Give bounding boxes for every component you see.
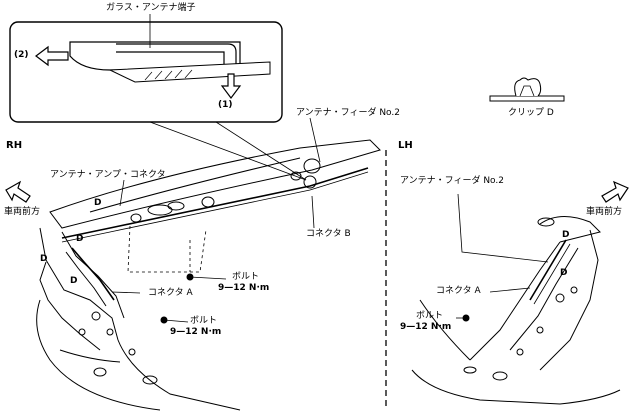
rh-side-label: RH — [6, 140, 23, 151]
lh-clip-d-mark: D — [562, 230, 570, 240]
rh-clip-d-mark: D — [76, 234, 84, 244]
rh-bolt-label-2: ボルト — [190, 316, 218, 326]
arrow-1-icon — [220, 73, 242, 99]
glass-antenna-terminal-label: ガラス・アンテナ端子 — [106, 3, 196, 13]
glass-hatch — [144, 69, 193, 81]
step-1-label: (1) — [218, 100, 233, 110]
lh-vehicle-front-label: 車両前方 — [586, 207, 623, 217]
rh-connector-a-label: コネクタ A — [148, 288, 193, 298]
lh-illustration — [411, 193, 621, 405]
arrow-2-icon — [35, 45, 69, 67]
rh-torque-label-1: 9—12 N·m — [218, 283, 270, 293]
rh-clip-d-mark: D — [40, 254, 48, 264]
lh-antenna-feeder-label: アンテナ・フィーダ No.2 — [400, 176, 504, 186]
lh-side-label: LH — [398, 140, 413, 151]
lh-connector-a-label: コネクタ A — [436, 286, 481, 296]
inset-detail — [9, 14, 283, 123]
lh-vehicle-front-arrow-icon — [601, 180, 629, 203]
lh-bolt-label: ボルト — [416, 311, 444, 321]
rh-vehicle-front-label: 車両前方 — [4, 207, 41, 217]
rh-connector-b-label: コネクタ B — [306, 229, 351, 239]
lh-feeder-cable — [529, 239, 567, 301]
clip-d-illustration — [489, 77, 565, 102]
rh-bolt-label-1: ボルト — [232, 272, 260, 282]
inset-callout-line — [215, 121, 307, 181]
rh-torque-label-2: 9—12 N·m — [170, 327, 222, 337]
rh-clip-d-mark: D — [94, 198, 102, 208]
lh-torque-label: 9—12 N·m — [400, 322, 452, 332]
rh-illustration — [36, 117, 381, 411]
step-2-label: (2) — [14, 50, 29, 60]
lh-clip-d-mark: D — [560, 268, 568, 278]
rh-clip-d-mark: D — [70, 276, 78, 286]
clip-d-label: クリップ D — [508, 108, 554, 118]
rh-vehicle-front-arrow-icon — [5, 180, 31, 203]
inset-callout-line — [149, 121, 307, 181]
rh-antenna-feeder-label: アンテナ・フィーダ No.2 — [296, 108, 400, 118]
rh-antenna-amp-connector-label: アンテナ・アンプ・コネクタ — [50, 170, 166, 180]
